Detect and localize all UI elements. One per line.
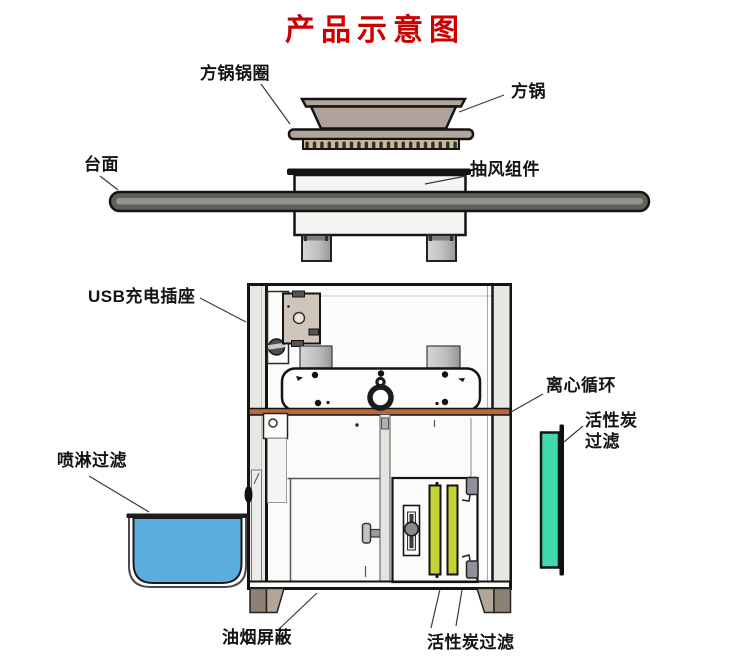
control-board-module xyxy=(282,290,321,347)
inner-door-handle xyxy=(361,522,372,544)
carbon-filter-bar-2 xyxy=(446,484,459,576)
label-pot-ring: 方锅锅圈 xyxy=(200,64,270,83)
leader-countertop xyxy=(99,175,119,191)
carbon-panel-plate xyxy=(539,431,561,569)
door-clip-top xyxy=(465,476,479,496)
door-clip-bottom xyxy=(465,560,479,579)
square-pot xyxy=(299,97,468,130)
door-latch-knob xyxy=(403,521,420,537)
label-smoke-shield: 油烟屏蔽 xyxy=(222,628,292,647)
carbon-filter-door xyxy=(391,476,479,584)
basin-rim xyxy=(126,513,249,518)
pot-rim xyxy=(299,97,468,108)
cabinet-foot-right xyxy=(475,587,512,614)
carbon-filter-bar-1 xyxy=(428,484,442,576)
label-carbon-bottom: 活性炭过滤 xyxy=(427,633,515,652)
left-inner-door xyxy=(287,477,381,582)
carbon-panel xyxy=(539,424,564,576)
leader-spray xyxy=(88,475,150,513)
leader-smoke-shield xyxy=(278,592,318,630)
exhaust-top-plate xyxy=(287,168,471,175)
page-title: 产品示意图 xyxy=(285,14,465,47)
pull-ring xyxy=(367,376,394,411)
label-carbon-side: 活性炭 过滤 xyxy=(585,410,655,452)
carbon-panel-backbar xyxy=(559,424,564,576)
label-carbon-side-line2: 过滤 xyxy=(585,432,620,451)
label-exhaust: 抽风组件 xyxy=(470,160,540,179)
exhaust-leg-left xyxy=(301,234,332,262)
label-countertop: 台面 xyxy=(84,155,119,174)
pot-ring-vent-slots xyxy=(304,140,458,148)
cabinet-right-column xyxy=(494,286,510,582)
leader-pot xyxy=(458,94,505,113)
label-usb-socket: USB充电插座 xyxy=(88,287,196,306)
pot-body xyxy=(309,105,458,130)
cabinet-foot-left xyxy=(249,587,285,614)
label-centrifugal: 离心循环 xyxy=(546,376,616,395)
fan-motor-left xyxy=(299,345,333,369)
pot-ring-bar xyxy=(287,128,475,141)
pot-ring xyxy=(287,128,475,150)
spray-filter-basin xyxy=(126,513,249,588)
lower-left-strip xyxy=(267,438,287,503)
cabinet xyxy=(244,283,512,614)
center-divider xyxy=(379,414,391,582)
leader-lines xyxy=(88,83,584,630)
label-carbon-side-line1: 活性炭 xyxy=(585,411,638,430)
leader-exhaust xyxy=(424,175,467,185)
label-pot: 方锅 xyxy=(511,82,546,101)
basin-body xyxy=(132,517,243,584)
leader-usb xyxy=(199,297,247,323)
exhaust-leg-right xyxy=(426,234,457,262)
leader-carbon-side xyxy=(563,425,584,443)
leader-carbon-bottom-2 xyxy=(455,589,463,627)
left-column-door xyxy=(251,469,262,582)
leader-centrifugal xyxy=(510,393,544,413)
countertop-stripe xyxy=(116,198,643,205)
leader-carbon-bottom-1 xyxy=(430,588,441,629)
side-latch-knob xyxy=(244,486,253,503)
fan-motor-right xyxy=(426,345,461,369)
exhaust-module xyxy=(287,168,471,262)
countertop xyxy=(108,190,651,213)
leader-pot-ring xyxy=(260,83,291,125)
lower-left-bracket xyxy=(262,412,289,440)
label-spray: 喷淋过滤 xyxy=(57,451,127,470)
